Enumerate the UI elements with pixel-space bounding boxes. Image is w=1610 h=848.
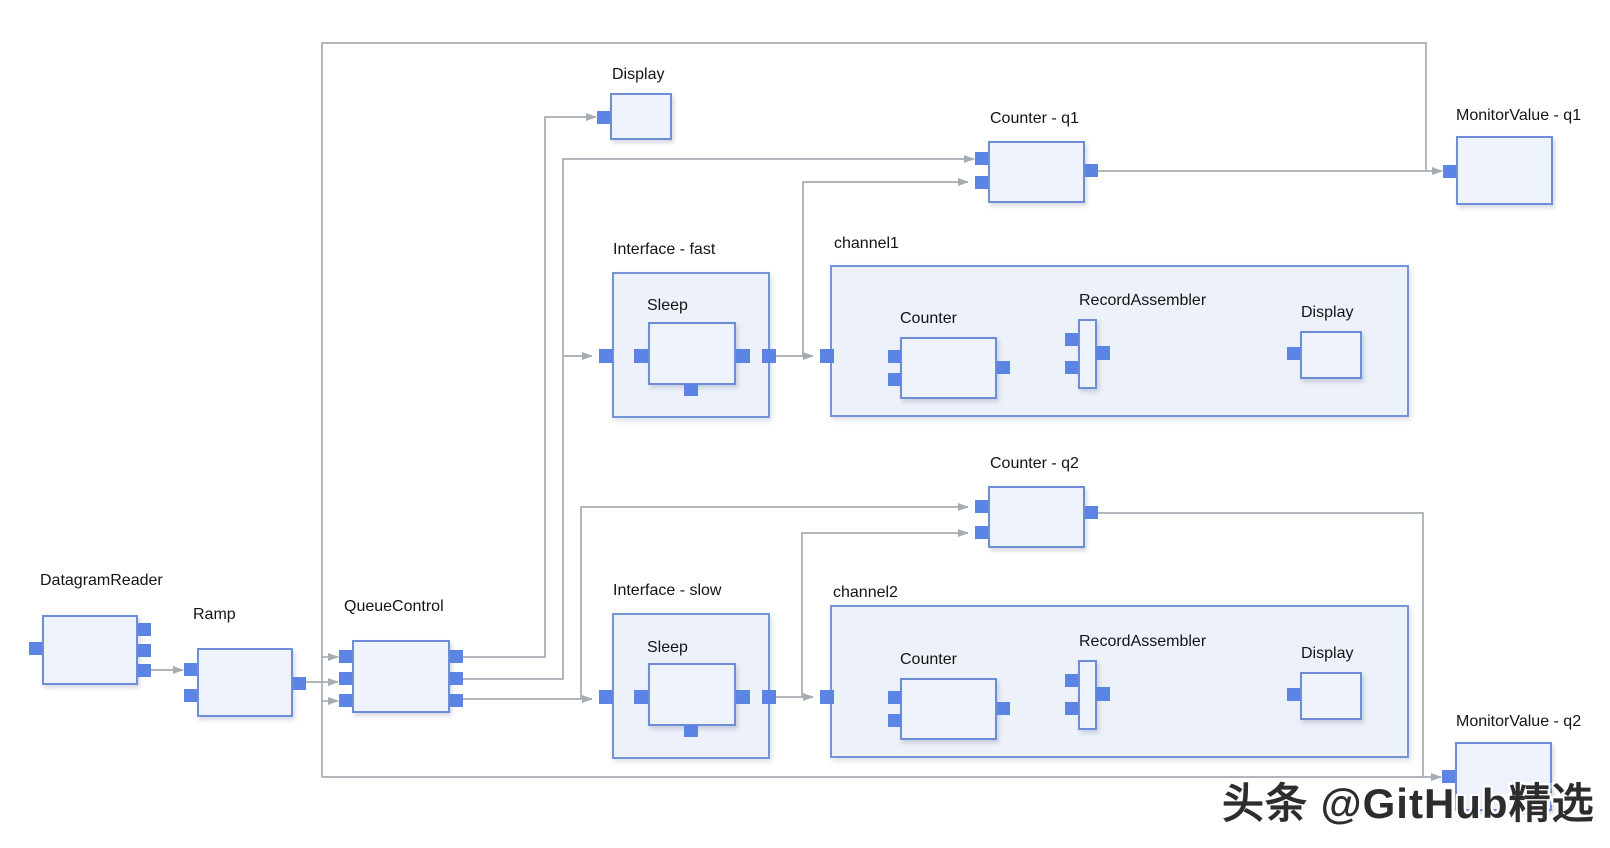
label-ch1-record-assembler: RecordAssembler [1079, 292, 1207, 309]
port-ch2-display-in[interactable] [1287, 688, 1300, 701]
label-channel2: channel2 [833, 584, 898, 601]
port-ch1-ra-out[interactable] [1096, 346, 1110, 360]
port-sleep-slow-in[interactable] [634, 690, 648, 704]
block-sleep-slow[interactable] [648, 663, 736, 726]
port-monitor-q1-in[interactable] [1443, 165, 1456, 178]
port-ch1-counter-in2[interactable] [888, 373, 901, 386]
port-reader-out1[interactable] [138, 623, 151, 636]
block-ch2-record-assembler[interactable] [1078, 660, 1097, 730]
label-ch1-display: Display [1301, 304, 1354, 321]
port-ch2-ra-in2[interactable] [1065, 702, 1078, 715]
port-ramp-in1[interactable] [184, 663, 197, 676]
block-ch2-display[interactable] [1300, 672, 1362, 720]
wire-branch-counter-q2[interactable] [580, 503, 969, 699]
block-counter-q1[interactable] [988, 141, 1085, 203]
wire-qc-counter-q1[interactable] [463, 155, 975, 680]
port-sleep-fast-bottom[interactable] [684, 384, 698, 396]
label-counter-q2: Counter - q2 [990, 455, 1079, 472]
block-ch1-display[interactable] [1300, 331, 1362, 379]
label-ch1-counter: Counter [900, 310, 957, 327]
block-display-top[interactable] [610, 93, 672, 140]
port-qc-out3[interactable] [450, 694, 463, 707]
port-sleep-fast-in[interactable] [634, 349, 648, 363]
label-channel1: channel1 [834, 235, 899, 252]
label-ch2-display: Display [1301, 645, 1354, 662]
port-counter-q1-in1[interactable] [975, 152, 988, 165]
port-ch2-counter-in1[interactable] [888, 691, 901, 704]
wire-q2-feedback-loop[interactable] [1098, 512, 1424, 777]
label-display-top: Display [612, 66, 665, 83]
block-ramp[interactable] [197, 648, 293, 717]
port-iface-fast-in[interactable] [599, 349, 613, 363]
port-sleep-fast-out[interactable] [736, 349, 750, 363]
port-iface-slow-in[interactable] [599, 690, 613, 704]
block-counter-q2[interactable] [988, 486, 1085, 548]
port-qc-out2[interactable] [450, 672, 463, 685]
port-counter-q2-out[interactable] [1085, 506, 1098, 519]
port-ch2-ra-out[interactable] [1096, 687, 1110, 701]
port-ch2-ra-in1[interactable] [1065, 674, 1078, 687]
port-ch1-display-in[interactable] [1287, 347, 1300, 360]
block-datagram-reader[interactable] [42, 615, 138, 685]
port-channel1-in[interactable] [820, 349, 834, 363]
watermark-text: 头条 @GitHub精选 [1222, 780, 1595, 827]
port-ramp-out[interactable] [293, 677, 306, 690]
port-iface-slow-out[interactable] [762, 690, 776, 704]
block-queue-control[interactable] [352, 640, 450, 713]
block-monitor-value-q2[interactable] [1455, 742, 1552, 811]
label-ramp: Ramp [193, 606, 236, 623]
block-ch2-counter[interactable] [900, 678, 997, 740]
wire-tap-counter-q2-in2[interactable] [801, 529, 969, 697]
port-reader-out3[interactable] [138, 664, 151, 677]
label-interface-fast: Interface - fast [613, 241, 716, 258]
wire-q1-feedback-loop[interactable] [321, 42, 1427, 777]
block-sleep-fast[interactable] [648, 322, 736, 385]
label-ch2-record-assembler: RecordAssembler [1079, 633, 1207, 650]
label-monitor-q1: MonitorValue - q1 [1456, 107, 1582, 124]
port-ch1-ra-in1[interactable] [1065, 333, 1078, 346]
label-datagram-reader: DatagramReader [40, 572, 163, 589]
wire-tap-counter-q1-in2[interactable] [802, 178, 969, 356]
port-monitor-q2-in[interactable] [1442, 770, 1455, 783]
port-channel2-in[interactable] [820, 690, 834, 704]
port-sleep-slow-bottom[interactable] [684, 725, 698, 737]
port-counter-q1-in2[interactable] [975, 176, 988, 189]
port-counter-q1-out[interactable] [1085, 164, 1098, 177]
port-qc-out1[interactable] [450, 650, 463, 663]
block-ch1-record-assembler[interactable] [1078, 319, 1097, 389]
port-ch2-counter-in2[interactable] [888, 714, 901, 727]
label-sleep-slow: Sleep [647, 639, 688, 656]
port-qc-in2[interactable] [339, 672, 352, 685]
block-monitor-value-q1[interactable] [1456, 136, 1553, 205]
port-ch2-counter-out[interactable] [997, 702, 1010, 715]
port-reader-left[interactable] [29, 642, 42, 655]
wire-qc-display[interactable] [463, 113, 597, 658]
port-qc-in1[interactable] [339, 650, 352, 663]
label-monitor-q2: MonitorValue - q2 [1456, 713, 1582, 730]
port-ch1-counter-out[interactable] [997, 361, 1010, 374]
block-ch1-counter[interactable] [900, 337, 997, 399]
port-sleep-slow-out[interactable] [736, 690, 750, 704]
label-interface-slow: Interface - slow [613, 582, 722, 599]
port-ramp-in2[interactable] [184, 689, 197, 702]
port-reader-out2[interactable] [138, 644, 151, 657]
port-counter-q2-in1[interactable] [975, 500, 988, 513]
port-iface-fast-out[interactable] [762, 349, 776, 363]
label-counter-q1: Counter - q1 [990, 110, 1079, 127]
port-display-top-in[interactable] [597, 111, 610, 124]
label-sleep-fast: Sleep [647, 297, 688, 314]
port-ch1-ra-in2[interactable] [1065, 361, 1078, 374]
label-queue-control: QueueControl [344, 598, 444, 615]
port-counter-q2-in2[interactable] [975, 526, 988, 539]
port-ch1-counter-in1[interactable] [888, 350, 901, 363]
label-ch2-counter: Counter [900, 651, 957, 668]
port-qc-in3[interactable] [339, 694, 352, 707]
